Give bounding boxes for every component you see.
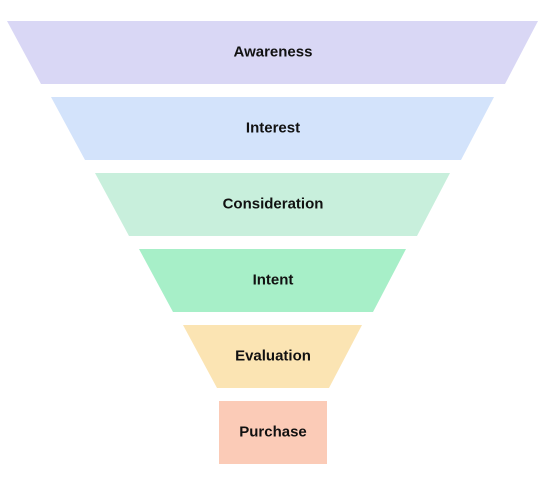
funnel-stage-intent-label: Intent (253, 271, 294, 288)
funnel-stage-consideration-label: Consideration (223, 195, 324, 212)
funnel-stage-purchase: Purchase (219, 401, 327, 464)
funnel-stage-intent: Intent (139, 249, 406, 312)
funnel-stage-interest-shape (51, 97, 494, 160)
funnel-stage-awareness: Awareness (7, 21, 538, 84)
funnel-stage-purchase-label: Purchase (239, 423, 307, 440)
funnel-stage-intent-shape (139, 249, 406, 312)
funnel-stage-evaluation-label: Evaluation (235, 347, 311, 364)
funnel-stage-consideration: Consideration (95, 173, 450, 236)
funnel-stage-evaluation-shape (183, 325, 362, 388)
funnel-stage-consideration-shape (95, 173, 450, 236)
funnel-stage-interest: Interest (51, 97, 494, 160)
funnel-stage-awareness-label: Awareness (234, 43, 313, 60)
funnel-stage-interest-label: Interest (246, 119, 300, 136)
funnel-stage-purchase-shape (219, 401, 327, 464)
funnel-stage-evaluation: Evaluation (183, 325, 362, 388)
funnel-stage-awareness-shape (7, 21, 538, 84)
